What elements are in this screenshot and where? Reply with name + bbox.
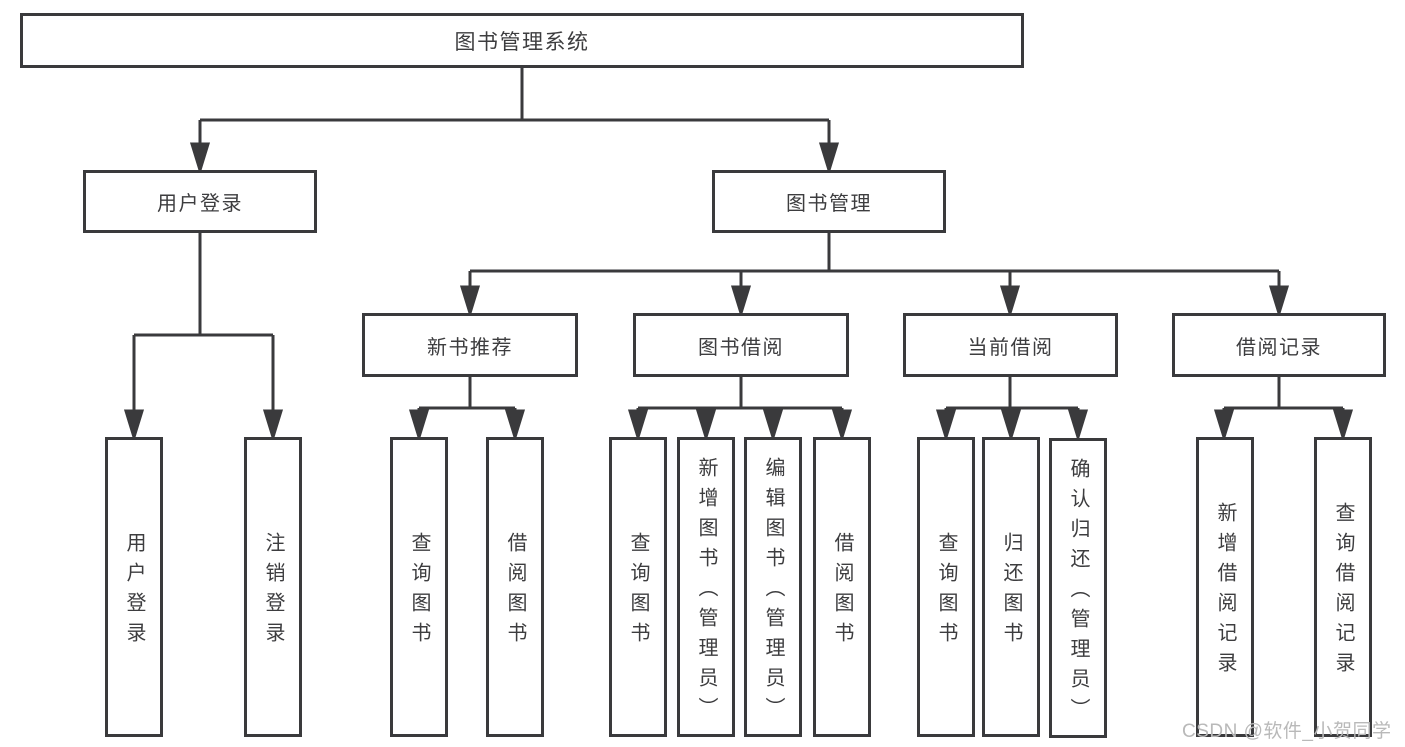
node-label: 用户登录 (157, 193, 243, 215)
connector-book-management-to-level3 (459, 233, 1290, 319)
leaf-borrow-edit-book-admin: 编辑图书（管理员） (744, 437, 802, 737)
leaf-current-confirm-return-admin: 确认归还（管理员） (1049, 438, 1107, 738)
connector-book-borrow-to-leaves (627, 377, 853, 443)
node-label: 查询借阅记录 (1332, 502, 1354, 682)
node-label: 查询图书 (935, 532, 957, 652)
node-label: 当前借阅 (967, 336, 1054, 359)
leaf-current-return-book: 归还图书 (982, 437, 1040, 737)
node-label: 图书管理系统 (454, 30, 590, 54)
node-label: 新增图书（管理员） (695, 457, 717, 727)
connector-borrow-records-to-leaves (1213, 377, 1354, 443)
node-label: 编辑图书（管理员） (762, 457, 784, 727)
leaf-recommend-query-book: 查询图书 (390, 437, 448, 737)
leaf-borrow-borrow-book: 借阅图书 (813, 437, 871, 737)
node-label: 确认归还（管理员） (1067, 458, 1089, 728)
leaf-current-query-book: 查询图书 (917, 437, 975, 737)
node-label: 用户登录 (123, 532, 145, 652)
node-label: 图书管理 (786, 193, 872, 215)
node-label: 归还图书 (1000, 532, 1022, 652)
leaf-user-login: 用户登录 (105, 437, 163, 737)
leaf-logout: 注销登录 (244, 437, 302, 737)
node-library-management-system: 图书管理系统 (20, 13, 1024, 68)
connector-user-login-to-leaves (123, 233, 284, 443)
node-label: 查询图书 (627, 532, 649, 652)
node-label: 查询图书 (408, 532, 430, 652)
node-label: 注销登录 (262, 532, 284, 652)
node-book-borrow: 图书借阅 (633, 313, 849, 377)
node-borrow-records: 借阅记录 (1172, 313, 1386, 377)
node-new-book-recommend: 新书推荐 (362, 313, 578, 377)
node-label: 图书借阅 (698, 336, 784, 359)
node-label: 新书推荐 (427, 336, 513, 359)
leaf-borrow-add-book-admin: 新增图书（管理员） (677, 437, 735, 737)
leaf-recommend-borrow-book: 借阅图书 (486, 437, 544, 737)
node-current-borrow: 当前借阅 (903, 313, 1118, 377)
node-label: 借阅图书 (504, 532, 526, 652)
node-label: 新增借阅记录 (1214, 502, 1236, 682)
node-book-management: 图书管理 (712, 170, 946, 233)
node-label: 借阅记录 (1236, 336, 1322, 359)
leaf-records-add-record: 新增借阅记录 (1196, 437, 1254, 737)
node-label: 借阅图书 (831, 532, 853, 652)
leaf-borrow-query-book: 查询图书 (609, 437, 667, 737)
connector-new-book-recommend-to-leaves (408, 377, 526, 443)
node-user-login: 用户登录 (83, 170, 317, 233)
connector-root-to-level2 (189, 68, 840, 176)
watermark: CSDN @软件_小贺同学 (1182, 721, 1392, 742)
leaf-records-query-record: 查询借阅记录 (1314, 437, 1372, 737)
connector-current-borrow-to-leaves (935, 377, 1089, 443)
